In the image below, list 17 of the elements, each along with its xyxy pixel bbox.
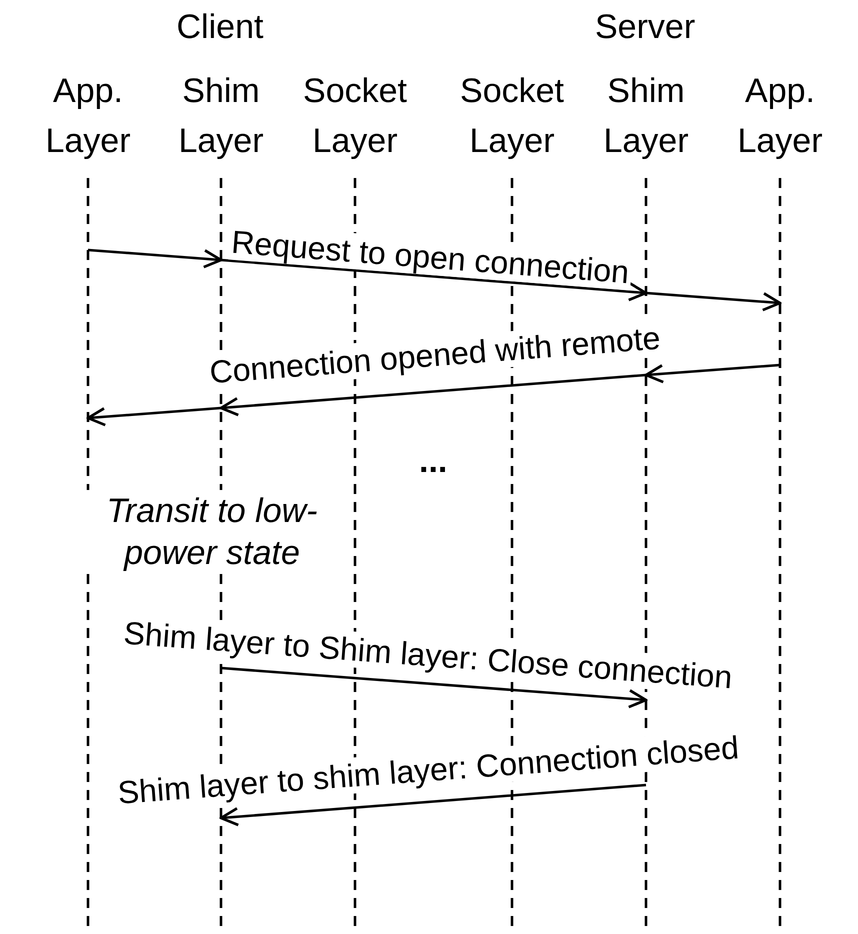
- group-heading: Client: [176, 7, 264, 48]
- lifeline-heading: Shim Layer: [177, 71, 265, 162]
- arrow: [86, 406, 222, 426]
- group-heading: Server: [595, 7, 696, 48]
- lifeline-heading: Socket Layer: [302, 71, 408, 162]
- ellipsis: ...: [419, 441, 448, 482]
- arrow: [644, 364, 780, 384]
- lifeline-heading: App. Layer: [736, 71, 824, 162]
- arrow: [88, 248, 222, 268]
- arrow: [220, 258, 648, 302]
- arrow: [220, 666, 648, 708]
- arrow: [220, 784, 646, 826]
- arrow: [220, 374, 646, 416]
- arrow: [646, 292, 782, 312]
- lifeline-heading: App. Layer: [44, 71, 132, 162]
- lifeline-heading: Socket Layer: [459, 71, 565, 162]
- lifeline-heading: Shim Layer: [602, 71, 690, 162]
